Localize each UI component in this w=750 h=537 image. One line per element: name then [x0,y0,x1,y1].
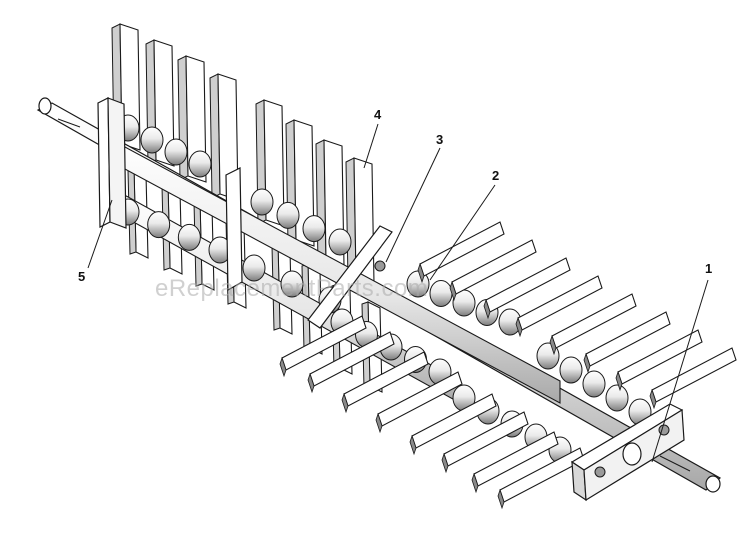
spacer-roller [280,270,304,298]
slanted-blade-upper-edge [515,316,523,338]
slanted-blade-lower-edge [409,434,417,456]
watermark: eReplacementParts.com [155,275,429,302]
spacer-roller [242,254,266,282]
end-plate-left [97,97,127,229]
slanted-blade-lower-edge [279,356,287,378]
spacer-roller [164,138,188,166]
spacer-roller [328,228,352,256]
spacer-roller [177,223,201,251]
slanted-blade-upper-edge [549,334,557,356]
spacer-roller [188,150,212,178]
spacer-roller [140,126,164,154]
spacer-roller [250,188,274,216]
callout-1: 1 [705,261,713,276]
spacer-roller [147,211,171,239]
slanted-blade-upper-edge [583,352,591,374]
end-plate-middle [225,167,243,292]
leader-lines [87,123,709,463]
spacer-roller [276,201,300,229]
slanted-blade-lower-edge [441,452,449,474]
slanted-blade-upper-edge [449,280,457,302]
callout-3: 3 [436,132,444,147]
end-plate-right [570,403,685,502]
spacer-roller [605,384,629,412]
spacer-roller [582,370,606,398]
slanted-blade-lower-edge [307,372,315,394]
middle-bracket [307,225,393,329]
slanted-blade-upper-edge [483,298,491,320]
slanted-blade-lower-edge [341,392,349,414]
slanted-blades-front [279,221,737,510]
slanted-blade-upper-edge [417,262,425,284]
callout-4: 4 [374,107,382,122]
spacer-roller [429,280,453,307]
slanted-blade-upper-edge [615,370,623,392]
upright-blade [185,55,207,183]
slanted-blade-lower-edge [471,472,479,494]
slanted-blade-lower-edge [497,488,505,510]
spacer-roller [559,356,583,384]
callout-2: 2 [492,168,500,183]
slanted-blade-upper-edge [649,388,657,410]
spacer-roller [302,215,326,243]
slanted-blade-lower-edge [375,412,383,434]
callout-5: 5 [78,269,86,284]
